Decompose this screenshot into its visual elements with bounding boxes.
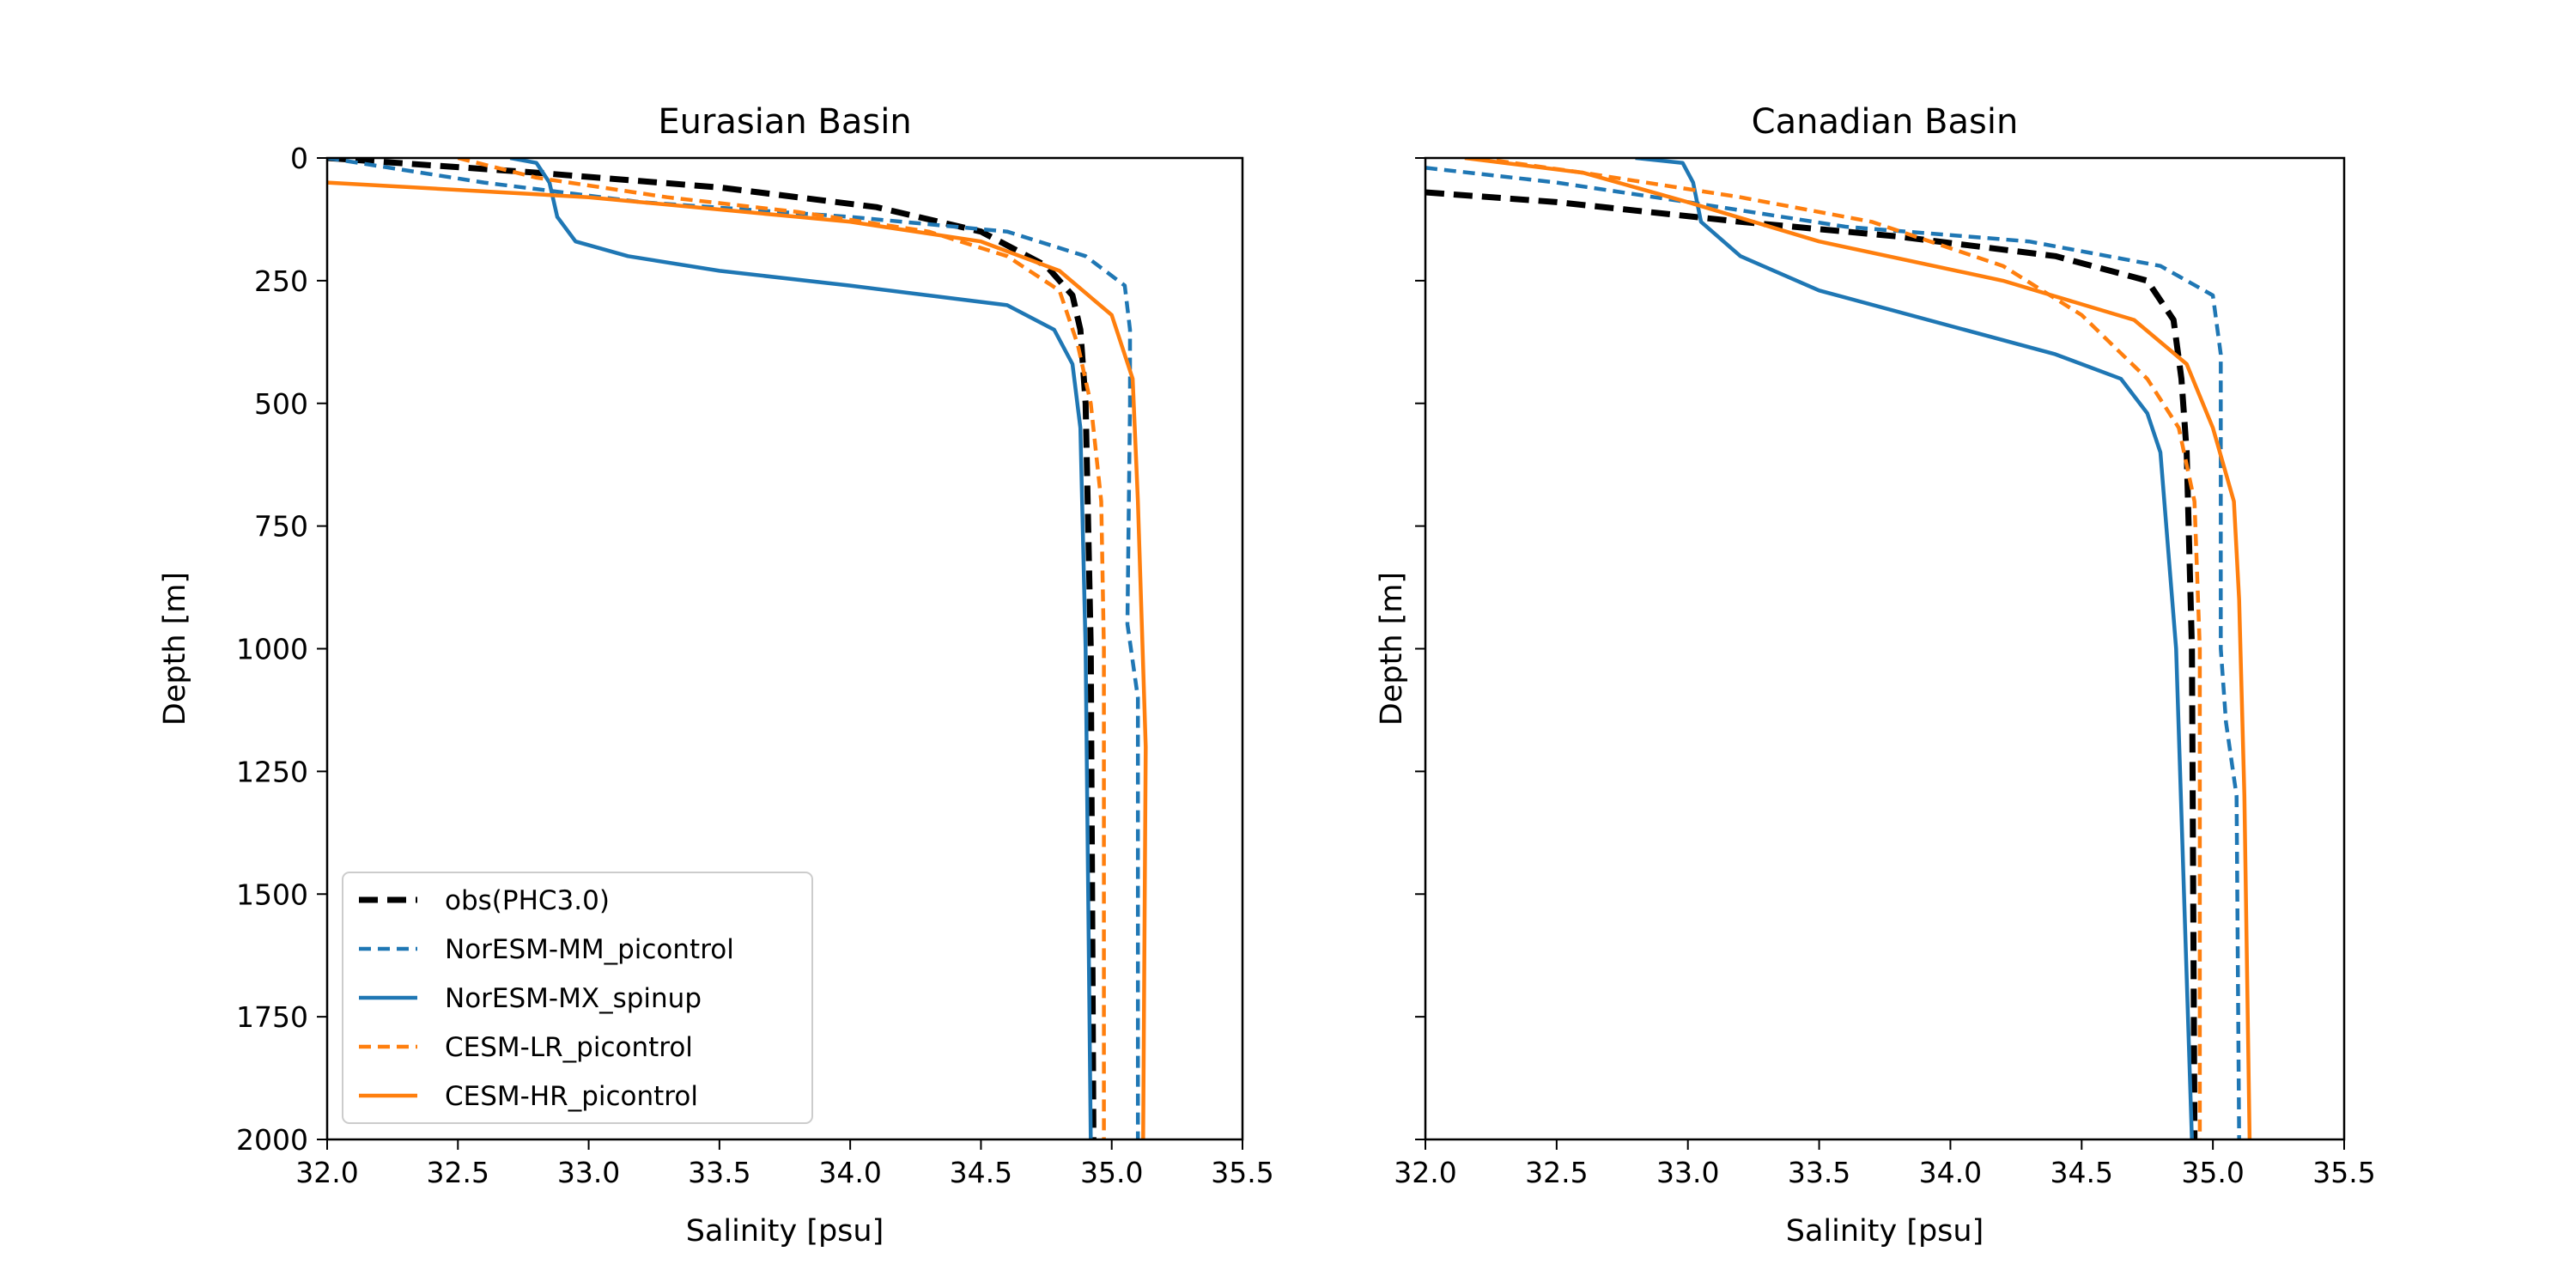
y-tick-label: 750 (254, 510, 308, 544)
y-tick-label: 1750 (236, 1000, 308, 1034)
x-tick-label: 33.0 (1656, 1156, 1719, 1189)
x-tick-label: 32.0 (1394, 1156, 1456, 1189)
y-axis-label: Depth [m] (1375, 572, 1409, 726)
y-tick-label: 1000 (236, 633, 308, 666)
legend-label: NorESM-MX_spinup (445, 983, 702, 1014)
x-tick-label: 33.5 (688, 1156, 750, 1189)
series-line-cesm-lr-picontrol (1477, 158, 2202, 1139)
axes-canadian: 32.0 32.5 33.0 33.5 34.0 34.5 35.0 35.5 Canadian… (1375, 102, 2376, 1249)
x-tick-label: 35.5 (1211, 1156, 1273, 1189)
series-line-cesm-hr-picontrol (327, 180, 1148, 1139)
axes-eurasian: 32.0 32.5 33.0 33.5 34.0 34.5 35.0 35.5 0 250 500 7… (158, 102, 1274, 1249)
y-tick-label: 250 (254, 264, 308, 298)
chart-title: Canadian Basin (1752, 102, 2019, 142)
x-tick-label: 35.0 (2181, 1156, 2244, 1189)
x-tick-label: 33.0 (557, 1156, 620, 1189)
series-line-noresm-mx-spinup (509, 158, 1093, 1139)
x-tick-label: 32.5 (1525, 1156, 1588, 1189)
x-tick-label: 32.0 (295, 1156, 358, 1189)
x-tick-label: 34.5 (950, 1156, 1012, 1189)
x-tick-label: 33.5 (1788, 1156, 1850, 1189)
x-tick-label: 34.5 (2050, 1156, 2113, 1189)
y-tick-label: 500 (254, 387, 308, 421)
legend-label: NorESM-MM_picontrol (445, 934, 734, 965)
series-line-cesm-hr-picontrol (1464, 158, 2252, 1139)
axes-frame (1424, 156, 2346, 1141)
x-axis-label: Salinity [psu] (1786, 1214, 1984, 1249)
legend-label: obs(PHC3.0) (445, 885, 610, 916)
x-tick-label: 34.0 (818, 1156, 881, 1189)
x-tick-label: 35.0 (1080, 1156, 1143, 1189)
series-line-cesm-lr-picontrol (457, 158, 1106, 1139)
y-tick-label: 0 (290, 142, 308, 175)
x-axis-label: Salinity [psu] (686, 1214, 884, 1249)
y-tick-label: 2000 (236, 1123, 308, 1157)
legend-label: CESM-HR_picontrol (445, 1081, 698, 1112)
legend: obs(PHC3.0) NorESM-MM_picontrolNorESM-MX_… (342, 872, 813, 1124)
series-line-obs-phc3-0- (1425, 189, 2198, 1139)
legend-label: CESM-LR_picontrol (445, 1032, 693, 1063)
chart-title: Eurasian Basin (658, 102, 911, 142)
legend-box (342, 872, 813, 1124)
x-tick-label: 34.0 (1919, 1156, 1982, 1189)
x-tick-label: 35.5 (2312, 1156, 2375, 1189)
y-axis-label: Depth [m] (158, 572, 192, 726)
y-tick-label: 1500 (236, 878, 308, 911)
y-tick-label: 1250 (236, 755, 308, 788)
series-line-noresm-mx-spinup (1635, 158, 2194, 1139)
x-tick-label: 32.5 (427, 1156, 489, 1189)
